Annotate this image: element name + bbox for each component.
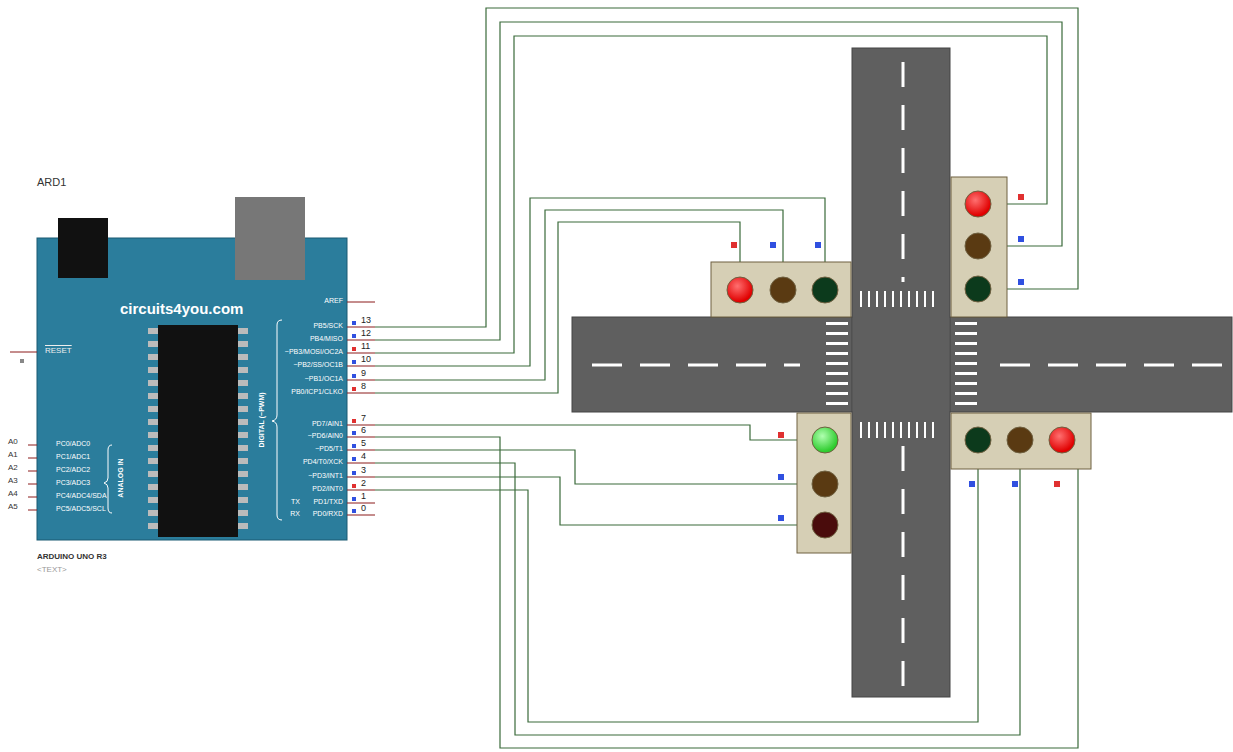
pin-number: 8: [361, 382, 366, 392]
pin-number: A1: [8, 451, 18, 460]
pin-name: PC2/ADC2: [56, 466, 90, 474]
pin-number: 6: [361, 426, 366, 436]
pin-name: PD2/INT0: [312, 485, 343, 493]
header-label: DIGITAL (~PWM): [258, 392, 266, 447]
pin-number: 3: [361, 466, 366, 476]
road: [572, 317, 1232, 412]
pin-number: A4: [8, 490, 18, 499]
pin-number: 2: [361, 479, 366, 489]
pin-name: PC5/ADC5/SCL: [56, 505, 106, 513]
part-text: <TEXT>: [37, 566, 67, 575]
pin-name: PB5/SCK: [313, 322, 343, 330]
traffic-light: [951, 177, 1007, 317]
pin-name: PC3/ADC3: [56, 479, 90, 487]
traffic-light: [951, 413, 1091, 469]
pin-number: 0: [361, 504, 366, 514]
logic-markers: [20, 321, 356, 513]
pin-number: 9: [361, 369, 366, 379]
pin-number: A5: [8, 503, 18, 512]
pin-name: PD4/T0/XCK: [303, 458, 343, 466]
pin-number: 1: [361, 492, 366, 502]
pin-name: ~PB3/MOSI/OC2A: [285, 348, 343, 356]
traffic-light: [711, 262, 851, 317]
wires: [375, 8, 1078, 748]
pin-name: ~PD3/INT1: [308, 472, 343, 480]
pin-name: RESET: [45, 347, 72, 356]
road: [852, 48, 950, 697]
atmega-chip: [158, 325, 238, 537]
pin-name: RX: [290, 510, 300, 518]
pin-number: 11: [361, 342, 370, 352]
chip-pins: [238, 328, 248, 536]
pin-number: 13: [361, 316, 371, 326]
pin-number: A3: [8, 477, 18, 486]
pin-name: PD1/TXD: [313, 498, 343, 506]
part-ref: ARD1: [37, 176, 66, 188]
arduino-board: [37, 238, 347, 540]
pin-number: 12: [361, 329, 371, 339]
pin-stubs: [10, 302, 375, 515]
traffic-light: [797, 413, 851, 553]
header-label: ANALOG IN: [117, 458, 125, 497]
bracket: [104, 445, 112, 513]
pin-name: ~PD6/AIN0: [308, 432, 343, 440]
pin-number: 5: [361, 439, 366, 449]
chip-pins: [148, 328, 158, 536]
pin-number: A0: [8, 438, 18, 447]
pin-name: PC1/ADC1: [56, 453, 90, 461]
power-jack: [58, 218, 108, 278]
pin-name: PB0/ICP1/CLKO: [291, 388, 343, 396]
pin-number: 7: [361, 414, 366, 424]
pin-name: ~PB1/OC1A: [305, 375, 343, 383]
pin-number: 4: [361, 452, 366, 462]
pin-name: PD0/RXD: [313, 510, 343, 518]
road-markings: [592, 62, 1222, 690]
pin-number: 10: [361, 355, 371, 365]
pin-name: PB4/MISO: [310, 335, 343, 343]
pin-number: A2: [8, 464, 18, 473]
pin-name: AREF: [324, 297, 343, 305]
pin-name: PC0/ADC0: [56, 440, 90, 448]
bracket: [272, 320, 282, 520]
logic-markers: [731, 194, 1060, 521]
pin-name: PC4/ADC4/SDA: [56, 492, 107, 500]
pin-name: TX: [291, 498, 300, 506]
pin-name: ~PB2/SS/OC1B: [293, 361, 343, 369]
usb-connector: [235, 197, 305, 280]
part-name: ARDUINO UNO R3: [37, 553, 107, 562]
pin-name: ~PD5/T1: [315, 445, 343, 453]
board-brand: circuits4you.com: [120, 300, 243, 317]
pin-name: PD7/AIN1: [312, 420, 343, 428]
